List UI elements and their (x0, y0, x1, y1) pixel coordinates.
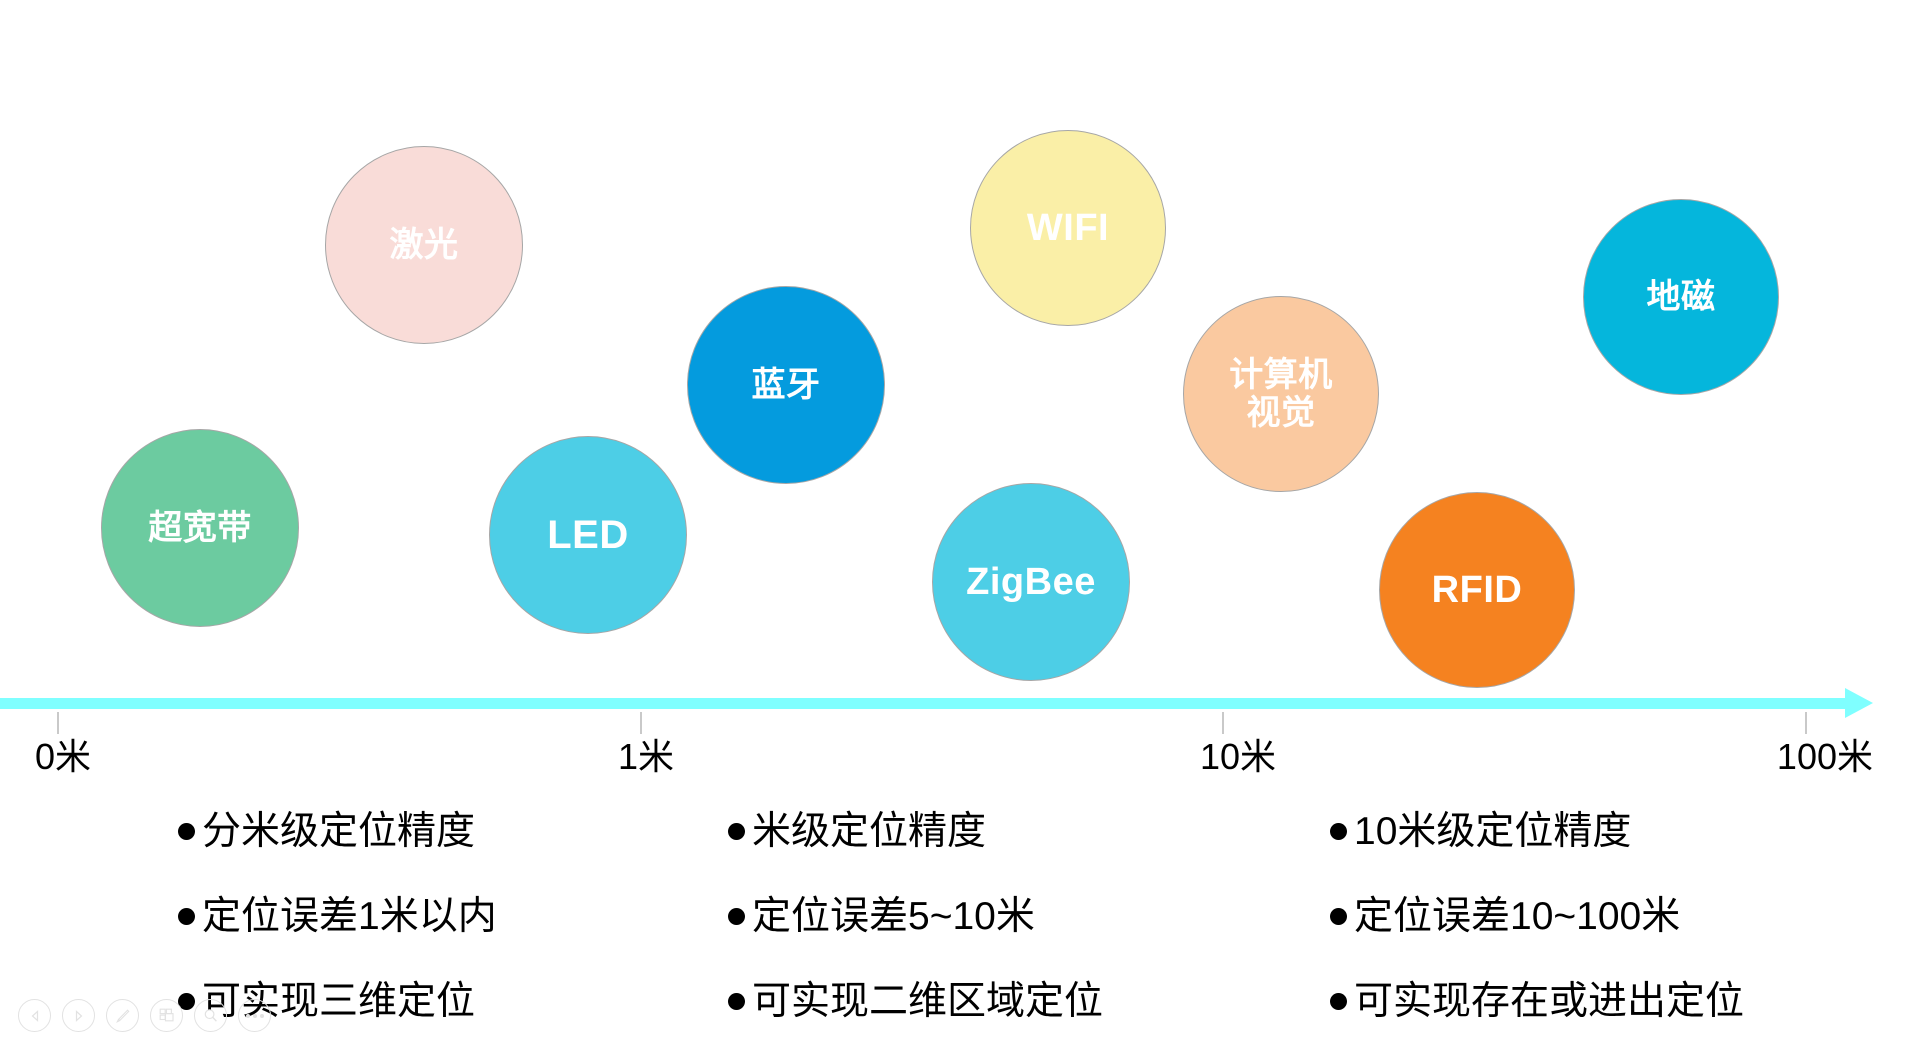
axis-tick-mark (1222, 712, 1224, 734)
bullet-text: 定位误差10~100米 (1354, 895, 1681, 938)
presentation-toolbar[interactable] (18, 999, 271, 1032)
bubble-超宽带[interactable]: 超宽带 (101, 429, 299, 627)
bubble-label: 超宽带 (148, 508, 252, 547)
axis-tick-mark (1805, 712, 1807, 734)
bullet-text: 定位误差5~10米 (752, 895, 1035, 938)
axis-line (0, 698, 1855, 709)
axis-tick-label: 10米 (1200, 736, 1277, 777)
bullet-item: 可实现二维区域定位 (728, 970, 1103, 1026)
axis-tick-mark (57, 712, 59, 734)
bullet-dot-icon (1330, 908, 1347, 925)
axis-arrow-icon (1845, 688, 1873, 718)
bullet-column: 10米级定位精度定位误差10~100米可实现存在或进出定位 (1330, 800, 1744, 1038)
play-slide-button[interactable] (62, 999, 95, 1032)
bubble-label: 激光 (389, 225, 459, 264)
bullet-text: 分米级定位精度 (202, 810, 476, 853)
bullet-dot-icon (1330, 993, 1347, 1010)
bullet-item: 定位误差10~100米 (1330, 885, 1744, 941)
bullet-dot-icon (728, 823, 745, 840)
bullet-text: 可实现二维区域定位 (752, 980, 1104, 1023)
more-options-button[interactable] (238, 999, 271, 1032)
bubble-label: 蓝牙 (751, 365, 821, 404)
bubble-label: 计算机 (1229, 355, 1333, 394)
bullet-item: 分米级定位精度 (178, 800, 497, 856)
pen-icon (115, 1008, 129, 1023)
ellipsis-icon (245, 1013, 264, 1018)
bullet-text: 可实现存在或进出定位 (1354, 980, 1745, 1023)
bullet-dot-icon (178, 823, 195, 840)
grid-icon (159, 1008, 174, 1021)
bubble-label: 地磁 (1646, 277, 1716, 316)
bullet-item: 10米级定位精度 (1330, 800, 1744, 856)
bubble-label: LED (547, 512, 629, 557)
bullet-dot-icon (1330, 823, 1347, 840)
previous-slide-button[interactable] (18, 999, 51, 1032)
bullet-dot-icon (728, 908, 745, 925)
bubble-蓝牙[interactable]: 蓝牙 (687, 286, 885, 484)
triangle-right-icon (75, 1009, 82, 1022)
magnifier-icon (204, 1008, 217, 1022)
axis-tick-label: 100米 (1776, 736, 1873, 777)
axis-tick-label: 1米 (618, 736, 675, 777)
bubble-计算机视觉[interactable]: 计算机视觉 (1183, 296, 1379, 492)
bullet-item: 定位误差5~10米 (728, 885, 1103, 941)
bullet-dot-icon (178, 908, 195, 925)
axis-tick-mark (640, 712, 642, 734)
bullet-column: 米级定位精度定位误差5~10米可实现二维区域定位 (728, 800, 1103, 1038)
bubble-WIFI[interactable]: WIFI (970, 130, 1166, 326)
zoom-button[interactable] (194, 999, 227, 1032)
bubble-激光[interactable]: 激光 (325, 146, 523, 344)
bubble-RFID[interactable]: RFID (1379, 492, 1575, 688)
bullet-dot-icon (728, 993, 745, 1010)
bullet-text: 米级定位精度 (752, 810, 987, 853)
bullet-item: 米级定位精度 (728, 800, 1103, 856)
bullet-item: 定位误差1米以内 (178, 885, 497, 941)
bubble-label: WIFI (1026, 206, 1110, 249)
bullet-column: 分米级定位精度定位误差1米以内可实现三维定位 (178, 800, 497, 1038)
axis-tick-label: 0米 (35, 736, 92, 777)
bullet-text: 10米级定位精度 (1354, 810, 1632, 853)
bullet-text: 定位误差1米以内 (202, 895, 497, 938)
timeline-axis (0, 688, 1913, 718)
bubble-label: ZigBee (966, 560, 1096, 603)
bubble-label-line2: 视觉 (1246, 394, 1316, 432)
triangle-left-icon (31, 1009, 38, 1022)
bullet-dot-icon (178, 993, 195, 1010)
bubble-label: RFID (1431, 568, 1523, 611)
pen-tool-button[interactable] (106, 999, 139, 1032)
bubble-地磁[interactable]: 地磁 (1583, 199, 1779, 395)
slide-thumbnails-button[interactable] (150, 999, 183, 1032)
bubble-LED[interactable]: LED (489, 436, 687, 634)
bubble-ZigBee[interactable]: ZigBee (932, 483, 1130, 681)
bullet-item: 可实现存在或进出定位 (1330, 970, 1744, 1026)
